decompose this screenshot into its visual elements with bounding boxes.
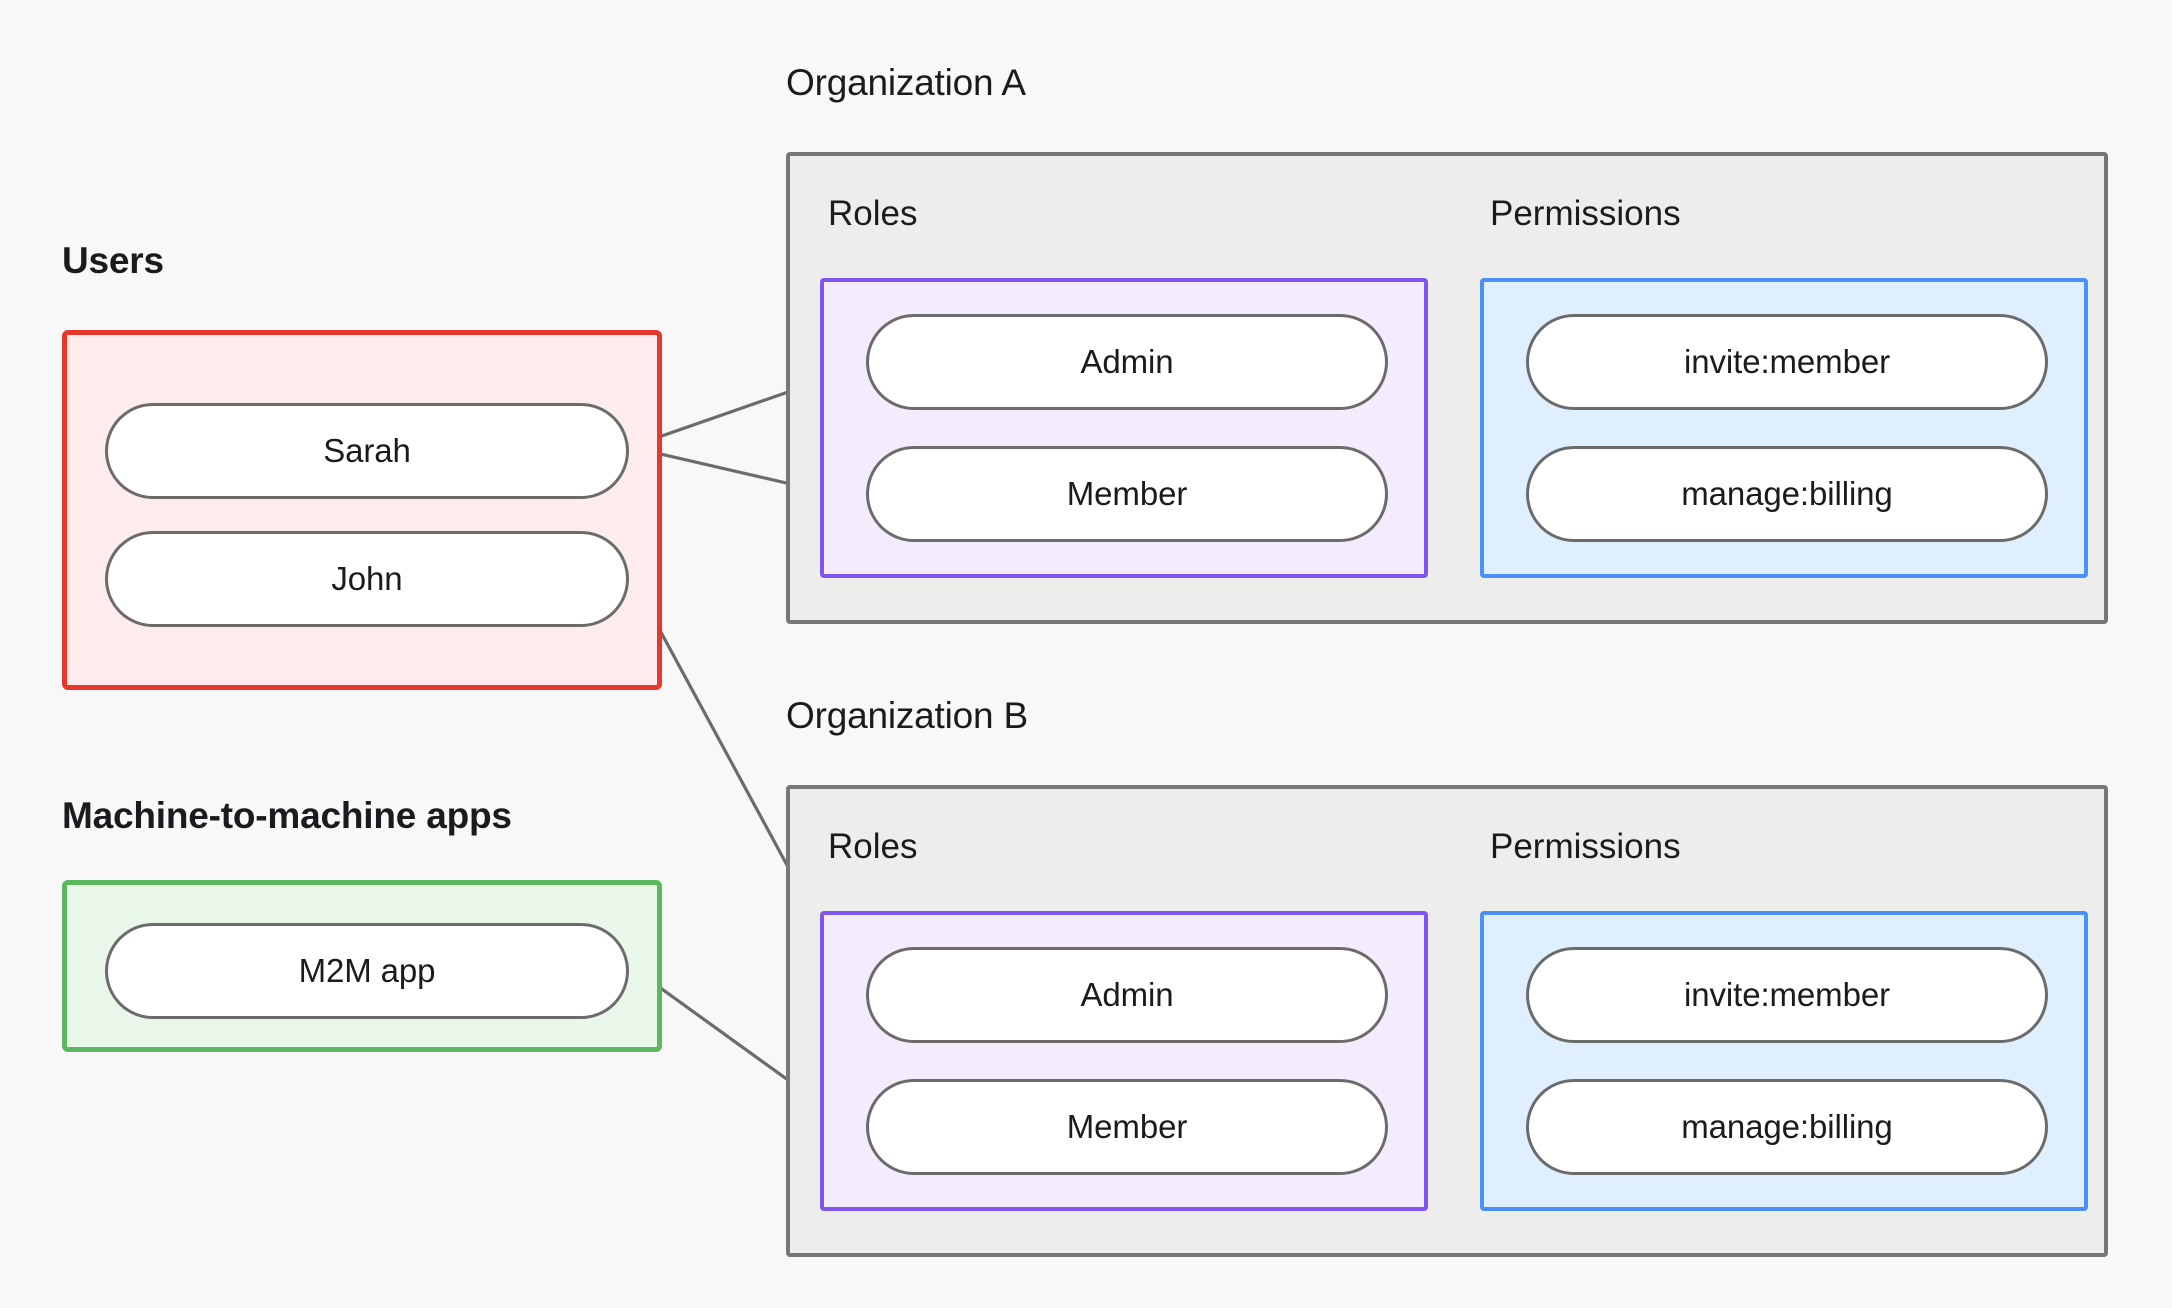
organization-b-permissions-caption: Permissions (1490, 827, 1681, 866)
m2m-node-app[interactable]: M2M app (105, 923, 629, 1019)
user-node-sarah[interactable]: Sarah (105, 403, 629, 499)
m2m-caption: Machine-to-machine apps (62, 795, 512, 836)
organization-a-role-member[interactable]: Member (866, 446, 1388, 542)
organization-b-role-admin[interactable]: Admin (866, 947, 1388, 1043)
organization-b-role-member[interactable]: Member (866, 1079, 1388, 1175)
organization-a-title: Organization A (786, 62, 1026, 103)
organization-a-box: Roles Permissions Admin Member invite:me… (786, 152, 2108, 624)
m2m-group-box: M2M app (62, 880, 662, 1052)
organization-b-title: Organization B (786, 695, 1028, 736)
organization-b-permissions-box: invite:member manage:billing (1480, 911, 2088, 1211)
users-group-box: Sarah John (62, 330, 662, 690)
organization-a-roles-box: Admin Member (820, 278, 1428, 578)
organization-b-box: Roles Permissions Admin Member invite:me… (786, 785, 2108, 1257)
organization-b-permission-manage-billing[interactable]: manage:billing (1526, 1079, 2048, 1175)
organization-b-roles-caption: Roles (828, 827, 918, 866)
users-caption: Users (62, 240, 164, 281)
organization-b-permission-invite-member[interactable]: invite:member (1526, 947, 2048, 1043)
organization-a-role-admin[interactable]: Admin (866, 314, 1388, 410)
organization-a-permission-invite-member[interactable]: invite:member (1526, 314, 2048, 410)
organization-a-permissions-box: invite:member manage:billing (1480, 278, 2088, 578)
organization-b-roles-box: Admin Member (820, 911, 1428, 1211)
organization-a-roles-caption: Roles (828, 194, 918, 233)
organization-a-permissions-caption: Permissions (1490, 194, 1681, 233)
organization-a-permission-manage-billing[interactable]: manage:billing (1526, 446, 2048, 542)
user-node-john[interactable]: John (105, 531, 629, 627)
